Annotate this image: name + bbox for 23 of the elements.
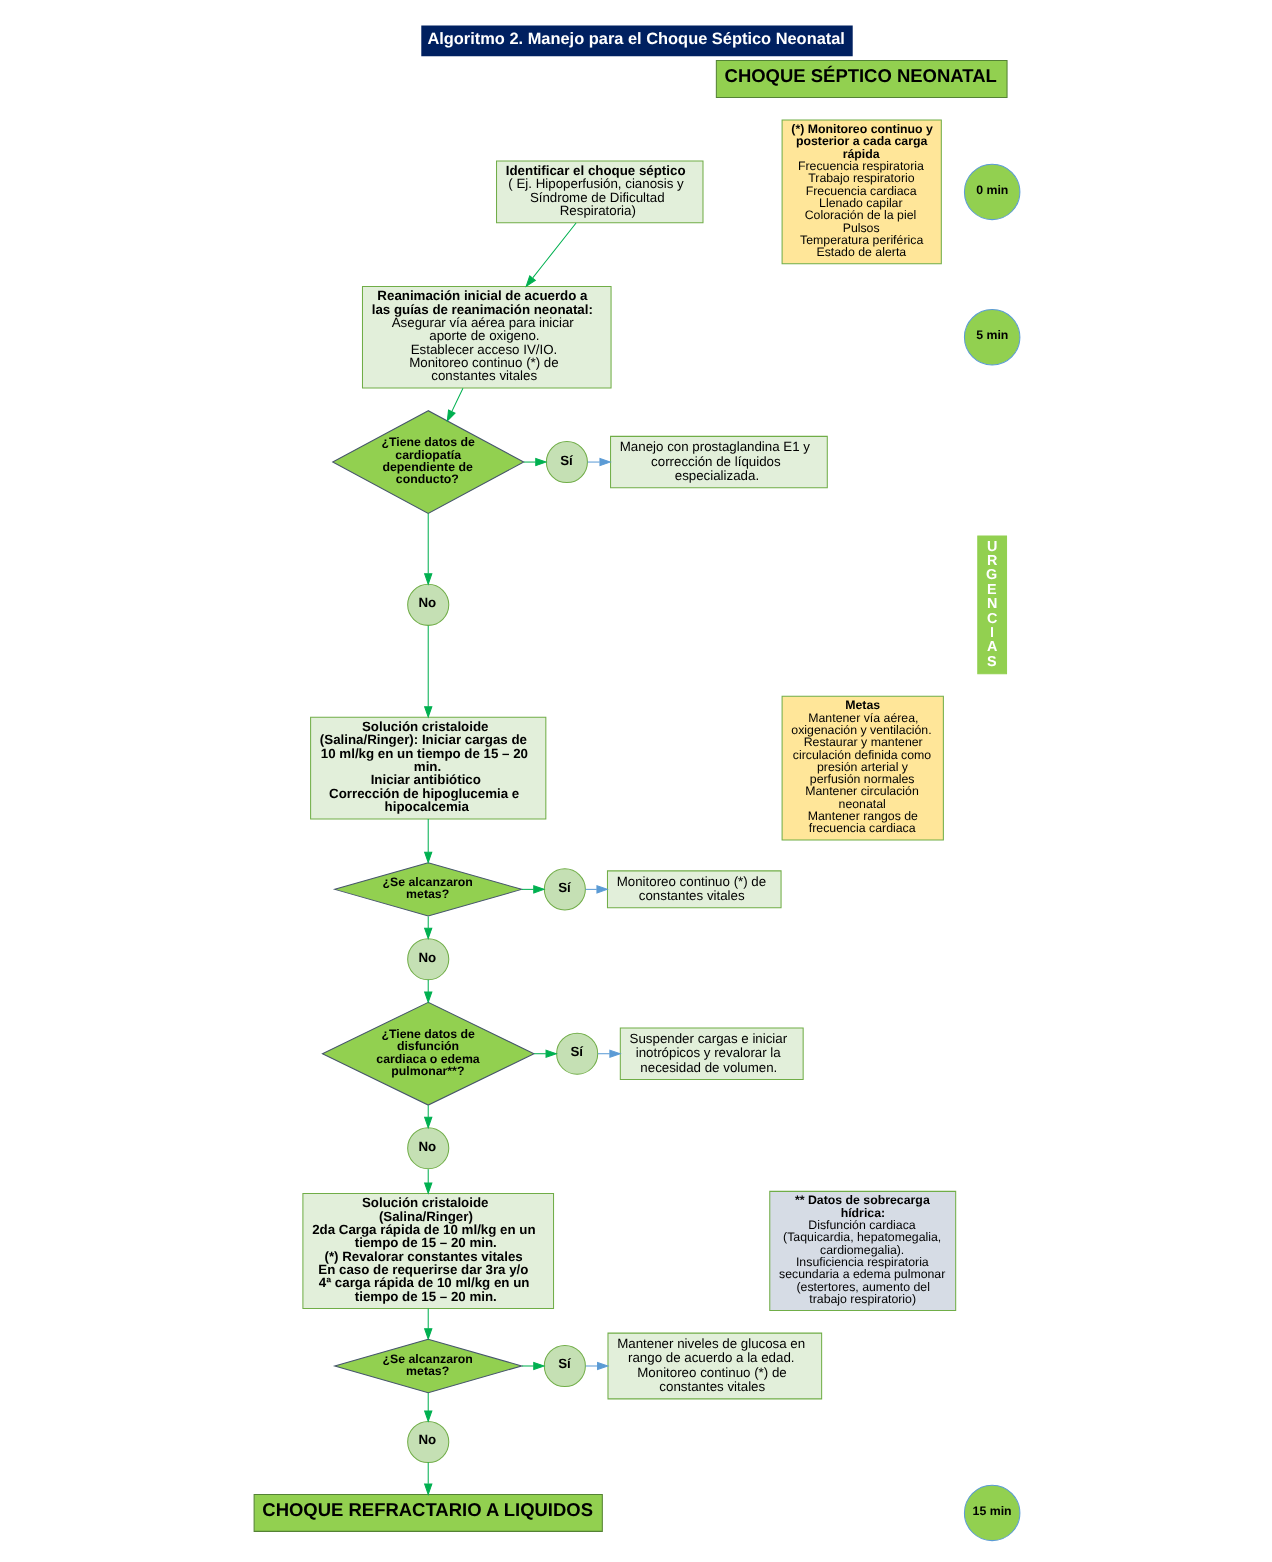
arrow xyxy=(422,625,432,719)
arrow xyxy=(422,979,432,1004)
arrow xyxy=(584,1361,609,1371)
arrow xyxy=(422,1392,432,1423)
arrow xyxy=(524,222,576,288)
arrow xyxy=(586,457,611,467)
arrow xyxy=(422,1307,432,1341)
arrow xyxy=(422,915,432,940)
arrow xyxy=(522,457,547,467)
arrow xyxy=(422,1104,432,1130)
arrow xyxy=(532,1049,557,1059)
arrow xyxy=(445,387,463,423)
arrow xyxy=(584,885,608,894)
arrow xyxy=(422,1168,432,1195)
arrow xyxy=(520,885,545,894)
arrow xyxy=(520,1361,545,1371)
node-box: CHOQUE SÉPTICO NEONATAL xyxy=(714,59,1007,98)
arrow xyxy=(596,1049,621,1059)
arrow xyxy=(422,818,432,864)
arrow xyxy=(422,512,432,586)
diagram-title: Algoritmo 2. Manejo para el Choque Séptico Neonatal xyxy=(426,29,844,48)
arrow xyxy=(422,1462,432,1496)
node-box: CHOQUE REFRACTARIO A LIQUIDOS xyxy=(252,1493,602,1532)
